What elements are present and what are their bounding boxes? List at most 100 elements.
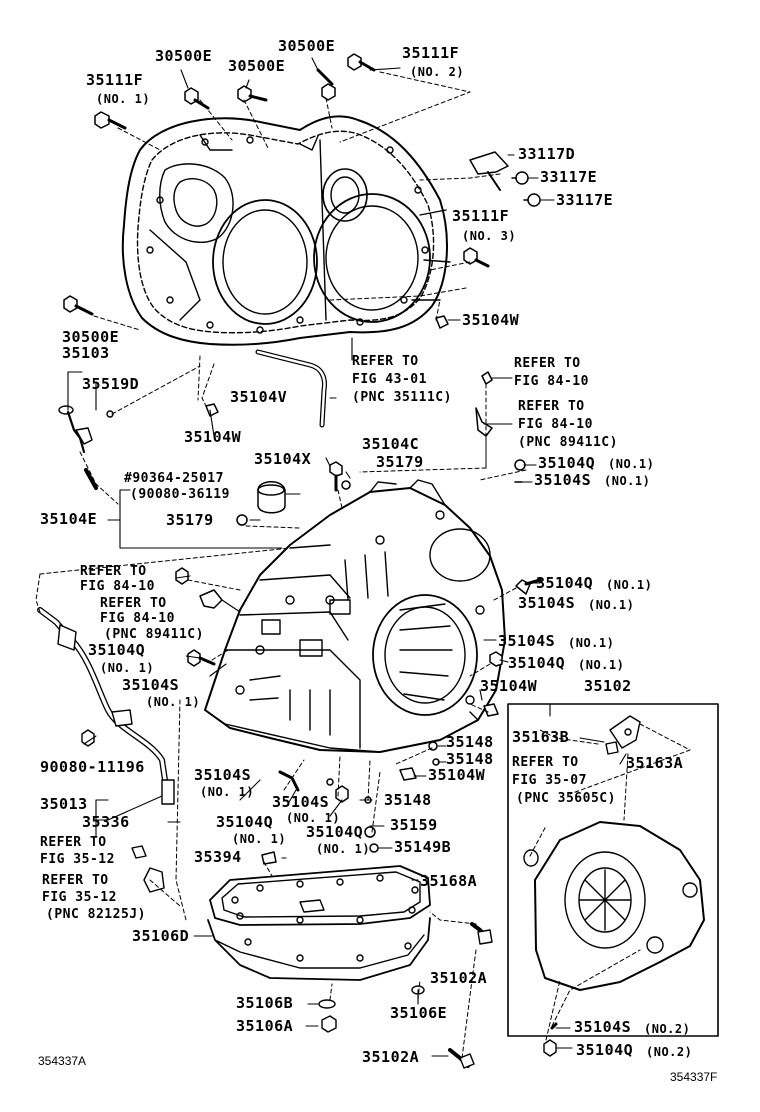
callout-35149b: 35149B [394, 838, 452, 856]
refer-note: REFER TO [512, 755, 579, 770]
refer-note: REFER TO [518, 399, 585, 414]
figure-code-right: 354337F [670, 1070, 718, 1084]
refer-note: FIG 35-12 [40, 852, 115, 867]
refer-note: FIG 84-10 [100, 611, 175, 626]
callout-note: (NO.1) [604, 474, 651, 488]
callout-35394: 35394 [194, 848, 242, 866]
callout-35179: 35179 [376, 453, 424, 471]
callout-note: (NO.1) [588, 598, 635, 612]
refer-note: REFER TO [80, 564, 147, 579]
refer-note: FIG 43-01 [352, 372, 427, 387]
refer-note: (PNC 35605C) [516, 791, 616, 806]
callout-33117e: 33117E [556, 191, 614, 209]
callout-35103: 35103 [62, 344, 110, 362]
bracket-35102 [448, 715, 705, 1069]
callout-35102a: 35102A [430, 969, 488, 987]
callout-35106b: 35106B [236, 994, 294, 1012]
callout-35148: 35148 [446, 750, 494, 768]
transmission-case [204, 479, 506, 753]
callout-35104q: 35104Q [88, 641, 146, 659]
callout-35104c: 35104C [362, 435, 420, 453]
callout-note: (NO.2) [646, 1045, 693, 1059]
sensor-35103 [58, 405, 114, 490]
refer-note: REFER TO [42, 873, 109, 888]
callout-35102: 35102 [584, 677, 632, 695]
callout-35168a: 35168A [420, 872, 478, 890]
callout-35179: 35179 [166, 511, 214, 529]
callout-35104s: 35104S [518, 594, 576, 612]
oil-pan [207, 865, 431, 1033]
refer-note: FIG 35-12 [42, 890, 117, 905]
refer-note: FIG 84-10 [518, 417, 593, 432]
callout-35106d: 35106D [132, 927, 190, 945]
callout-note: (NO. 2) [410, 65, 465, 79]
tube-35013 [37, 607, 175, 893]
callout-35104q: 35104Q [536, 574, 594, 592]
callout-35104w: 35104W [428, 766, 486, 784]
callout-35111f: 35111F [86, 71, 144, 89]
callout-35104s: 35104S [498, 632, 556, 650]
callout-90080-11196: 90080-11196 [40, 758, 145, 776]
dashed-guides [35, 71, 691, 1059]
callout-35111f: 35111F [452, 207, 510, 225]
callout-35104q: 35104Q [216, 813, 274, 831]
callout-33117e: 33117E [540, 168, 598, 186]
callout-note: (NO. 1) [96, 92, 151, 106]
callout-35104q: 35104Q [538, 454, 596, 472]
callout-35104e: 35104E [40, 510, 98, 528]
callout-35104w: 35104W [184, 428, 242, 446]
callout-35163a: 35163A [626, 754, 684, 772]
leader-lines [67, 57, 627, 1057]
figure-code-left: 354337A [38, 1054, 87, 1068]
refer-note: (PNC 82125J) [46, 907, 146, 922]
refer-note: (PNC 89411C) [518, 435, 618, 450]
refer-note: REFER TO [100, 596, 167, 611]
callout-note: (NO.1) [568, 636, 615, 650]
callout-35104s: 35104S [272, 793, 330, 811]
callout-35104w: 35104W [480, 677, 538, 695]
callout-35102a: 35102A [362, 1048, 420, 1066]
callout-35104s: 35104S [574, 1018, 632, 1036]
callout-35013: 35013 [40, 795, 88, 813]
refer-note: REFER TO [514, 356, 581, 371]
callout-35104s: 35104S [122, 676, 180, 694]
callout-35148: 35148 [446, 733, 494, 751]
callout-30500e: 30500E [278, 37, 336, 55]
callout-35106a: 35106A [236, 1017, 294, 1035]
alt-part-number: #90364-25017 [124, 471, 224, 486]
callout-35111f: 35111F [402, 44, 460, 62]
mid-small-parts [175, 371, 542, 865]
callout-30500e: 30500E [62, 328, 120, 346]
callout-note: (NO. 3) [462, 229, 517, 243]
callout-note: (NO. 1) [232, 832, 287, 846]
callout-35336: 35336 [82, 813, 130, 831]
callout-note: (NO.1) [578, 658, 625, 672]
callout-note: (NO.1) [606, 578, 653, 592]
callout-35104w: 35104W [462, 311, 520, 329]
refer-note: (PNC 89411C) [104, 627, 204, 642]
transaxle-housing [121, 115, 451, 346]
refer-note: REFER TO [352, 354, 419, 369]
callout-note: (NO.2) [644, 1022, 691, 1036]
refer-note: FIG 84-10 [80, 579, 155, 594]
callout-35104x: 35104X [254, 450, 312, 468]
callout-35106e: 35106E [390, 1004, 448, 1022]
callout-35104s: 35104S [534, 471, 592, 489]
callout-note: (NO. 1) [100, 661, 155, 675]
callout-note: (NO. 1) [316, 842, 371, 856]
callout-note: (NO. 1) [146, 695, 201, 709]
callout-33117d: 33117D [518, 145, 576, 163]
refer-note: FIG 84-10 [514, 374, 589, 389]
refer-note: REFER TO [40, 835, 107, 850]
bracket-inset-box [507, 703, 719, 1037]
callout-30500e: 30500E [228, 57, 286, 75]
refer-note: (PNC 35111C) [352, 390, 452, 405]
refer-note: FIG 35-07 [512, 773, 587, 788]
alt-part-number: (90080-36119 [130, 487, 230, 502]
callout-35163b: 35163B [512, 728, 570, 746]
callout-35104s: 35104S [194, 766, 252, 784]
callout-35148: 35148 [384, 791, 432, 809]
callout-35104q: 35104Q [508, 654, 566, 672]
